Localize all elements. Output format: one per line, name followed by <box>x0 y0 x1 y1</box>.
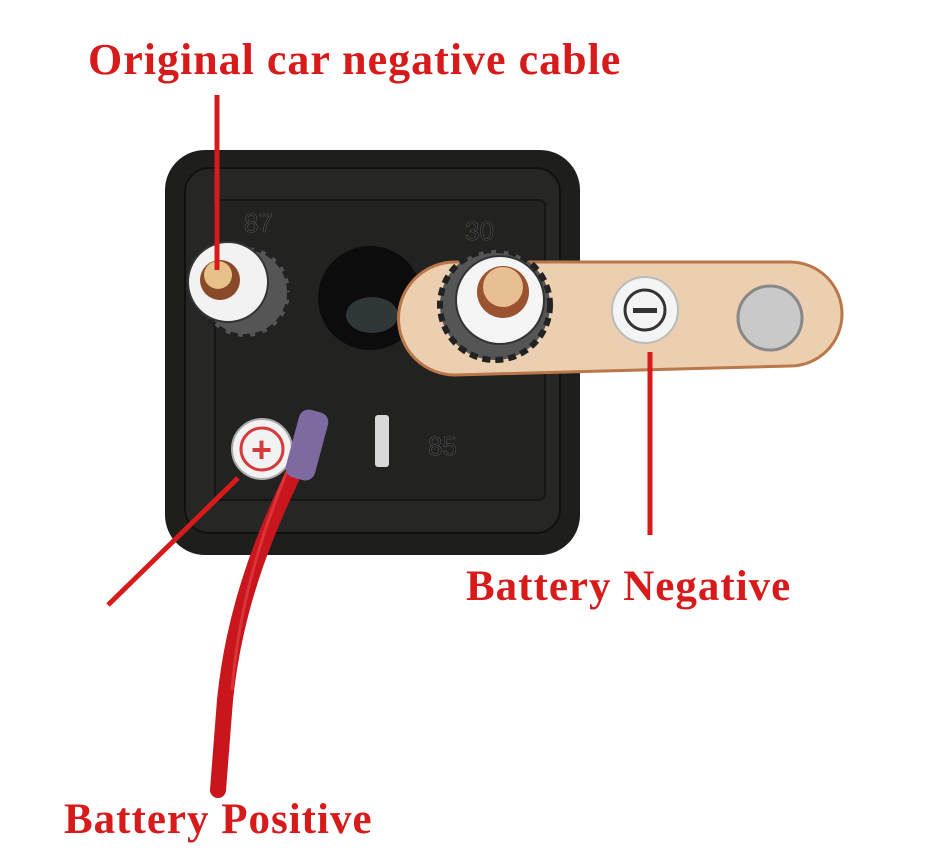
terminal-87-stud <box>187 241 293 340</box>
positive-symbol-icon: + <box>231 418 293 480</box>
terminal-30-label: 30 <box>465 216 494 246</box>
battery-negative-label: Battery Negative <box>466 563 792 610</box>
plate-mount-hole <box>736 284 804 352</box>
negative-symbol-icon <box>611 276 679 344</box>
leader-line-battery-positive <box>106 476 240 607</box>
svg-text:+: + <box>251 429 272 470</box>
battery-positive-label: Battery Positive <box>64 796 373 843</box>
terminal-87-label: 87 <box>244 208 273 238</box>
original-cable-label: Original car negative cable <box>88 35 622 84</box>
terminal-85-label: 85 <box>428 431 457 461</box>
